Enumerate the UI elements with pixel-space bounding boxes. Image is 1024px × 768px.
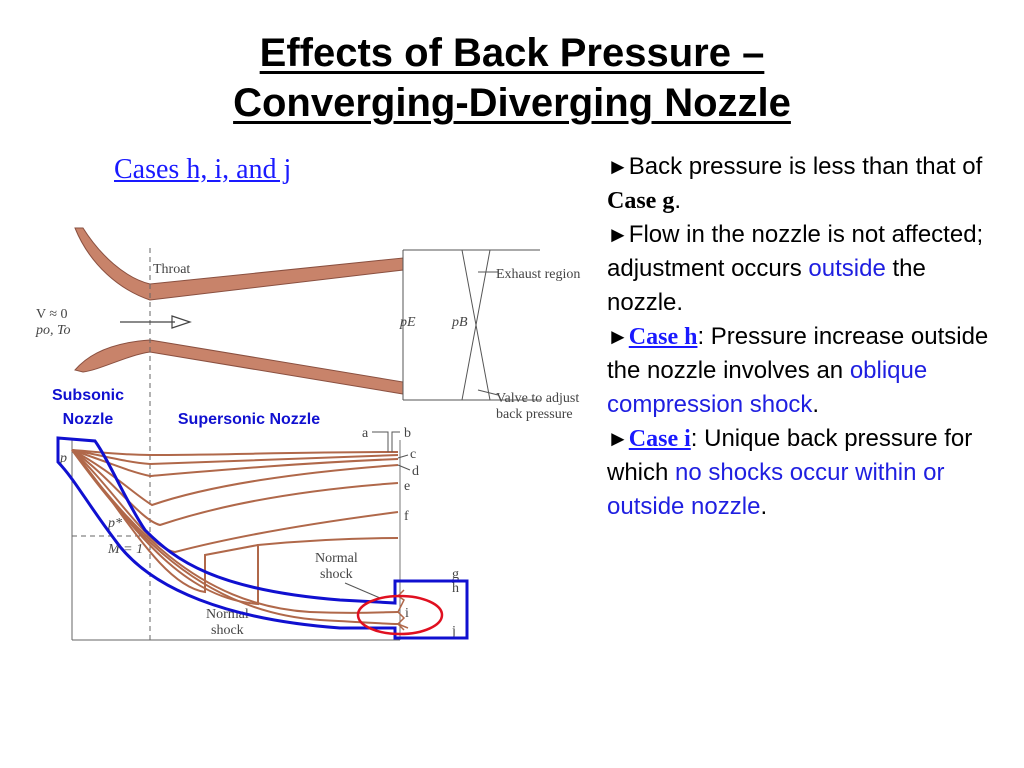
cases-heading: Cases h, i, and j bbox=[114, 154, 292, 185]
pressure-curve-d bbox=[71, 449, 399, 507]
pressure-curve-e bbox=[71, 449, 399, 527]
inlet-conditions-label: po, To bbox=[35, 323, 71, 338]
label-leader-d bbox=[397, 464, 411, 471]
valve-label-line-1: Valve to adjust bbox=[496, 391, 579, 406]
bullet-arrow-icon: ► bbox=[607, 324, 629, 349]
case-h-link[interactable]: Case h bbox=[628, 324, 698, 350]
label-leader-c bbox=[397, 454, 409, 459]
supersonic-label: Supersonic Nozzle bbox=[178, 411, 320, 428]
valve-label-line-2: back pressure bbox=[496, 407, 573, 422]
valve bbox=[461, 249, 491, 401]
curve-label-a: a bbox=[362, 426, 369, 441]
title-line-2: Converging-Diverging Nozzle bbox=[233, 81, 791, 125]
curve-label-h: h bbox=[452, 581, 459, 596]
back-pressure-label: pB bbox=[451, 315, 468, 330]
bullet-2: ►Flow in the nozzle is not affected; adj… bbox=[607, 221, 984, 316]
exit-pressure-label: pE bbox=[399, 315, 416, 330]
curve-label-g: g bbox=[452, 567, 459, 582]
critical-pressure-label: p* bbox=[107, 516, 122, 531]
normal-shock-label-2-line-2: shock bbox=[211, 623, 244, 638]
normal-shock-label-1-line-1: Normal bbox=[315, 551, 358, 566]
valve-adjust-leader bbox=[477, 389, 499, 396]
flow-arrow-head bbox=[171, 315, 192, 329]
curve-label-j: j bbox=[451, 624, 456, 639]
bullet-list: ►Back pressure is less than that of Case… bbox=[607, 150, 1007, 524]
pressure-curve-a bbox=[71, 449, 399, 457]
inlet-velocity-label: V ≈ 0 bbox=[36, 307, 68, 322]
bullet-1: ►Back pressure is less than that of Case… bbox=[607, 153, 983, 214]
subsonic-label-line-1: Subsonic bbox=[52, 387, 124, 404]
nozzle-lower-wall bbox=[74, 339, 404, 395]
pressure-curve-b bbox=[71, 449, 399, 466]
case-i-highlight-ellipse bbox=[356, 594, 444, 636]
subsonic-label-line-2: Nozzle bbox=[63, 411, 114, 428]
exit-adjustment bbox=[396, 589, 409, 631]
bullet-arrow-icon: ► bbox=[607, 154, 629, 179]
title-line-1: Effects of Back Pressure – bbox=[259, 31, 765, 75]
curve-label-d: d bbox=[412, 464, 419, 479]
case-g-text: Case g bbox=[607, 188, 675, 214]
curve-label-e: e bbox=[404, 479, 410, 494]
pressure-curve-ij bbox=[71, 449, 399, 625]
pressure-axis-label: p bbox=[59, 451, 67, 466]
mach-one-label: M = 1 bbox=[107, 542, 143, 557]
case-i-link[interactable]: Case i bbox=[628, 426, 691, 452]
bullet-arrow-icon: ► bbox=[607, 426, 629, 451]
pressure-curve-i bbox=[71, 449, 399, 614]
curve-label-c: c bbox=[410, 447, 416, 462]
curve-label-b: b bbox=[404, 426, 411, 441]
bullet-3: ►Case h: Pressure increase outside the n… bbox=[607, 323, 989, 418]
curve-label-i: i bbox=[405, 606, 409, 621]
bullet-4: ►Case i: Unique back pressure for which … bbox=[607, 425, 973, 520]
normal-shock-leader-1 bbox=[344, 582, 381, 599]
label-bracket-ab bbox=[372, 431, 400, 452]
nozzle-highlight-outline bbox=[56, 436, 469, 640]
exhaust-region-label: Exhaust region bbox=[496, 267, 580, 282]
curve-label-f: f bbox=[404, 509, 409, 524]
normal-shock-label-1-line-2: shock bbox=[320, 567, 353, 582]
throat-label: Throat bbox=[153, 262, 190, 277]
nozzle-upper-wall bbox=[74, 227, 404, 301]
slide-title: Effects of Back Pressure – Converging-Di… bbox=[0, 28, 1024, 128]
pressure-curve-f bbox=[71, 449, 399, 554]
bullet-arrow-icon: ► bbox=[607, 222, 629, 247]
